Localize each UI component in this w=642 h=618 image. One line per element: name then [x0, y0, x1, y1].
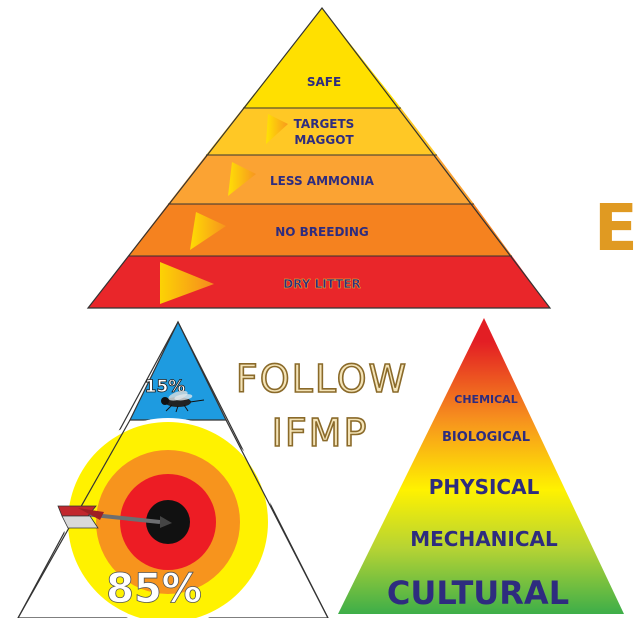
arrow-icon: [57, 505, 172, 529]
left-bottom-value: 85%: [106, 566, 202, 612]
right-label-biological: BIOLOGICAL: [442, 430, 530, 445]
right-pyramid: CHEMICAL BIOLOGICAL PHYSICAL MECHANICAL …: [338, 318, 624, 614]
tier-tab-targets: [266, 114, 288, 144]
center-line-ifmp: IFMP: [272, 411, 369, 455]
top-pyramid: SAFE TARGETS MAGGOT LESS AMMONIA NO BREE…: [86, 7, 552, 309]
right-label-cultural: CULTURAL: [387, 574, 569, 612]
top-tier-dry-litter: [88, 256, 550, 308]
tier-tab-dry-litter: [160, 262, 214, 304]
fly-icon: [161, 390, 205, 413]
center-line-follow: FOLLOW: [236, 357, 408, 401]
tier-tab-ammonia: [228, 162, 256, 196]
right-pyramid-body: [338, 318, 624, 614]
right-label-chemical: CHEMICAL: [454, 393, 517, 406]
tier-label-safe: SAFE: [307, 75, 341, 89]
top-tier-safe: [243, 8, 401, 108]
top-pyramid-outline: [86, 7, 552, 309]
tier-tab-breeding: [190, 212, 226, 250]
top-tier-targets-maggot: [206, 108, 437, 155]
right-label-mechanical: MECHANICAL: [410, 527, 558, 551]
top-tier-less-ammonia: [168, 155, 474, 204]
tier-label-maggot: MAGGOT: [294, 133, 354, 147]
tier-label-dry-litter: DRY LITTER: [283, 277, 361, 291]
tier-label-targets: TARGETS: [294, 117, 355, 131]
right-label-physical: PHYSICAL: [429, 475, 540, 499]
partial-title-letter: E: [594, 192, 638, 266]
center-message: FOLLOW IFMP: [235, 356, 408, 456]
top-tier-no-breeding: [128, 204, 512, 256]
left-pyramid: 15% 85: [17, 320, 329, 618]
tier-label-no-breeding: NO BREEDING: [275, 225, 369, 239]
target-icon: [64, 418, 272, 618]
tier-label-less-ammonia: LESS AMMONIA: [270, 174, 375, 188]
left-top-value: 15%: [145, 377, 186, 397]
